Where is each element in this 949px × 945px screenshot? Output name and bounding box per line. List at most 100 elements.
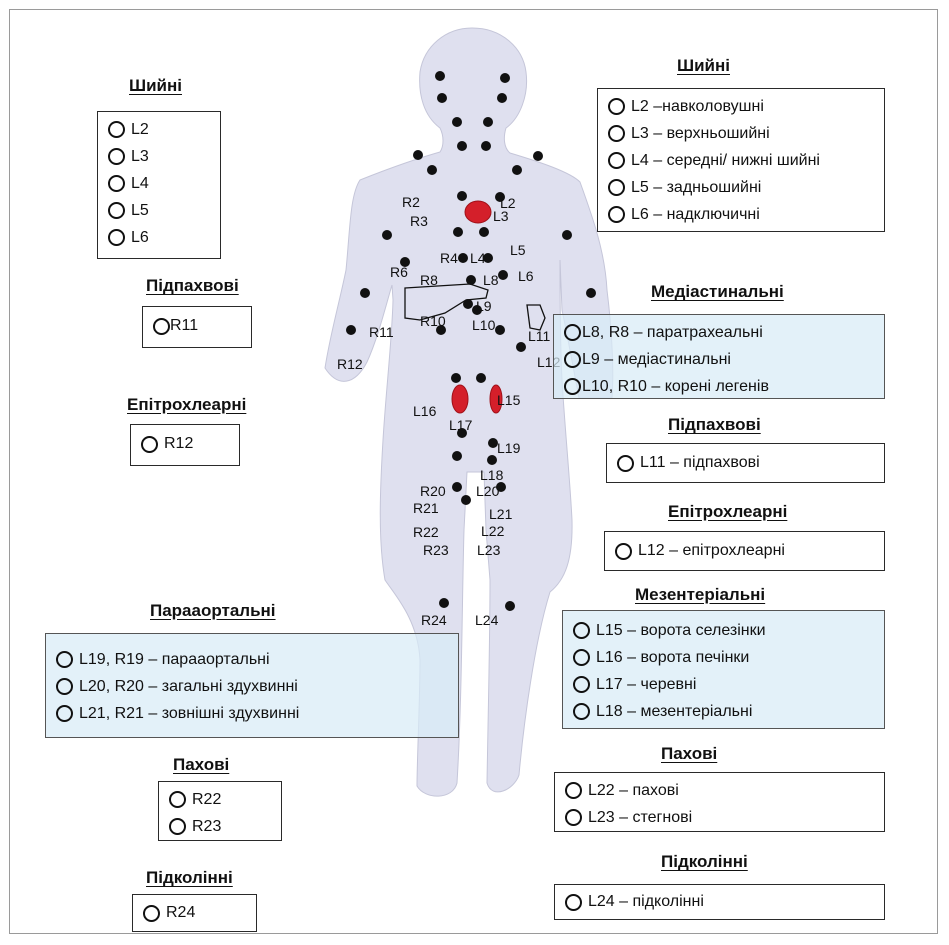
list-item: R24 [143, 899, 246, 927]
circle-marker [565, 893, 582, 911]
circle-marker [608, 179, 625, 196]
left-inguinal-box: R22 R23 [158, 781, 282, 841]
circle-marker [565, 782, 582, 799]
body-label-r12: R12 [337, 356, 363, 372]
body-label-r6: R6 [390, 264, 408, 280]
body-label-l22: L22 [481, 523, 505, 539]
list-item: R22 [169, 786, 271, 813]
circle-marker [56, 678, 73, 695]
list-item: L21, R21 – зовнішні здухвинні [56, 700, 448, 727]
right-mesenteric-box: L15 – ворота селезінки L16 – ворота печі… [562, 610, 885, 729]
body-label-l9: L9 [476, 298, 492, 314]
organ-thymus [464, 200, 492, 224]
list-item: L19, R19 – парааортальні [56, 646, 448, 673]
body-silhouette [324, 27, 614, 797]
left-epitrochlear-box: R12 [130, 424, 240, 466]
list-item: L2 [108, 116, 210, 143]
right-popliteal-box: L24 – підколінні [554, 884, 885, 920]
list-item: L6 – надключичні [608, 201, 874, 228]
list-item: L2 –навколовушні [608, 93, 874, 120]
body-label-l3: L3 [493, 208, 509, 224]
circle-marker [108, 202, 125, 219]
list-item: L10, R10 – корені легенів [564, 373, 874, 400]
body-label-r23: R23 [423, 542, 449, 558]
left-popliteal-box: R24 [132, 894, 257, 932]
left-axillary-box: R11 [142, 306, 252, 348]
body-label-l19: L19 [497, 440, 521, 456]
circle-marker [108, 121, 125, 138]
left-cervical-box: L2 L3 L4 L5 L6 [97, 111, 221, 259]
list-item: L20, R20 – загальні здухвинні [56, 673, 448, 700]
body-label-r8: R8 [420, 272, 438, 288]
right-popliteal-title: Підколінні [661, 852, 748, 871]
body-label-l20: L20 [476, 483, 500, 499]
right-cervical-box: L2 –навколовушні L3 – верхньошийні L4 – … [597, 88, 885, 232]
circle-marker [565, 809, 582, 826]
body-label-l24: L24 [475, 612, 499, 628]
right-lung-outline [526, 304, 546, 331]
right-mesenteric-title: Мезентеріальні [635, 585, 766, 604]
organ-spleen-hilum [489, 384, 503, 414]
body-label-r21: R21 [413, 500, 439, 516]
list-item: L6 [108, 224, 210, 251]
circle-marker [573, 676, 590, 693]
body-label-l10: L10 [472, 317, 496, 333]
body-label-l5: L5 [510, 242, 526, 258]
body-label-r24: R24 [421, 612, 447, 628]
body-label-l6: L6 [518, 268, 534, 284]
list-item: L4 – середні/ нижні шийні [608, 147, 874, 174]
list-item: L3 [108, 143, 210, 170]
body-label-r22: R22 [413, 524, 439, 540]
circle-marker [573, 649, 590, 666]
body-label-r4: R4 [440, 250, 458, 266]
circle-marker [573, 622, 590, 639]
body-label-l23: L23 [477, 542, 501, 558]
circle-marker [153, 317, 170, 335]
circle-marker [143, 904, 160, 922]
right-epitrochlear-box: L12 – епітрохлеарні [604, 531, 885, 571]
body-label-l17: L17 [449, 417, 473, 433]
list-item: L23 – стегнові [565, 804, 874, 831]
list-item: L12 – епітрохлеарні [615, 536, 874, 566]
list-item: L3 – верхньошийні [608, 120, 874, 147]
right-inguinal-title: Пахові [661, 744, 718, 763]
body-label-r2: R2 [402, 194, 420, 210]
list-item: L24 – підколінні [565, 889, 874, 915]
left-paraaortic-box: L19, R19 – парааортальні L20, R20 – зага… [45, 633, 459, 738]
right-inguinal-box: L22 – пахові L23 – стегнові [554, 772, 885, 832]
left-popliteal-title: Підколінні [146, 868, 233, 887]
body-label-r20: R20 [420, 483, 446, 499]
body-label-l2: L2 [500, 195, 516, 211]
list-item: L5 – задньошийні [608, 174, 874, 201]
body-label-r10: R10 [420, 313, 446, 329]
left-axillary-title: Підпахвові [146, 276, 239, 295]
list-item: L4 [108, 170, 210, 197]
right-axillary-title: Підпахвові [668, 415, 761, 434]
lymph-nodes [346, 71, 596, 611]
list-item: R23 [169, 813, 271, 840]
organ-liver-hilum [451, 384, 469, 414]
right-cervical-title: Шийні [677, 56, 730, 75]
circle-marker [608, 125, 625, 142]
body-label-l18: L18 [480, 467, 504, 483]
list-item: R11 [153, 311, 241, 341]
circle-marker [573, 703, 590, 720]
circle-marker [608, 152, 625, 169]
circle-marker [564, 324, 581, 341]
circle-marker [56, 651, 73, 668]
list-item: L11 – підпахвові [617, 448, 874, 478]
list-item: L18 – мезентеріальні [573, 698, 874, 725]
organs [451, 200, 503, 414]
circle-marker [56, 705, 73, 722]
list-item: L17 – черевні [573, 671, 874, 698]
body-label-r11: R11 [369, 324, 394, 340]
list-item: L15 – ворота селезінки [573, 617, 874, 644]
right-axillary-box: L11 – підпахвові [606, 443, 885, 483]
circle-marker [564, 351, 581, 368]
circle-marker [564, 378, 581, 395]
body-label-l21: L21 [489, 506, 513, 522]
circle-marker [108, 229, 125, 246]
body-label-l11: L11 [528, 328, 551, 344]
circle-marker [141, 435, 158, 453]
circle-marker [617, 454, 634, 472]
